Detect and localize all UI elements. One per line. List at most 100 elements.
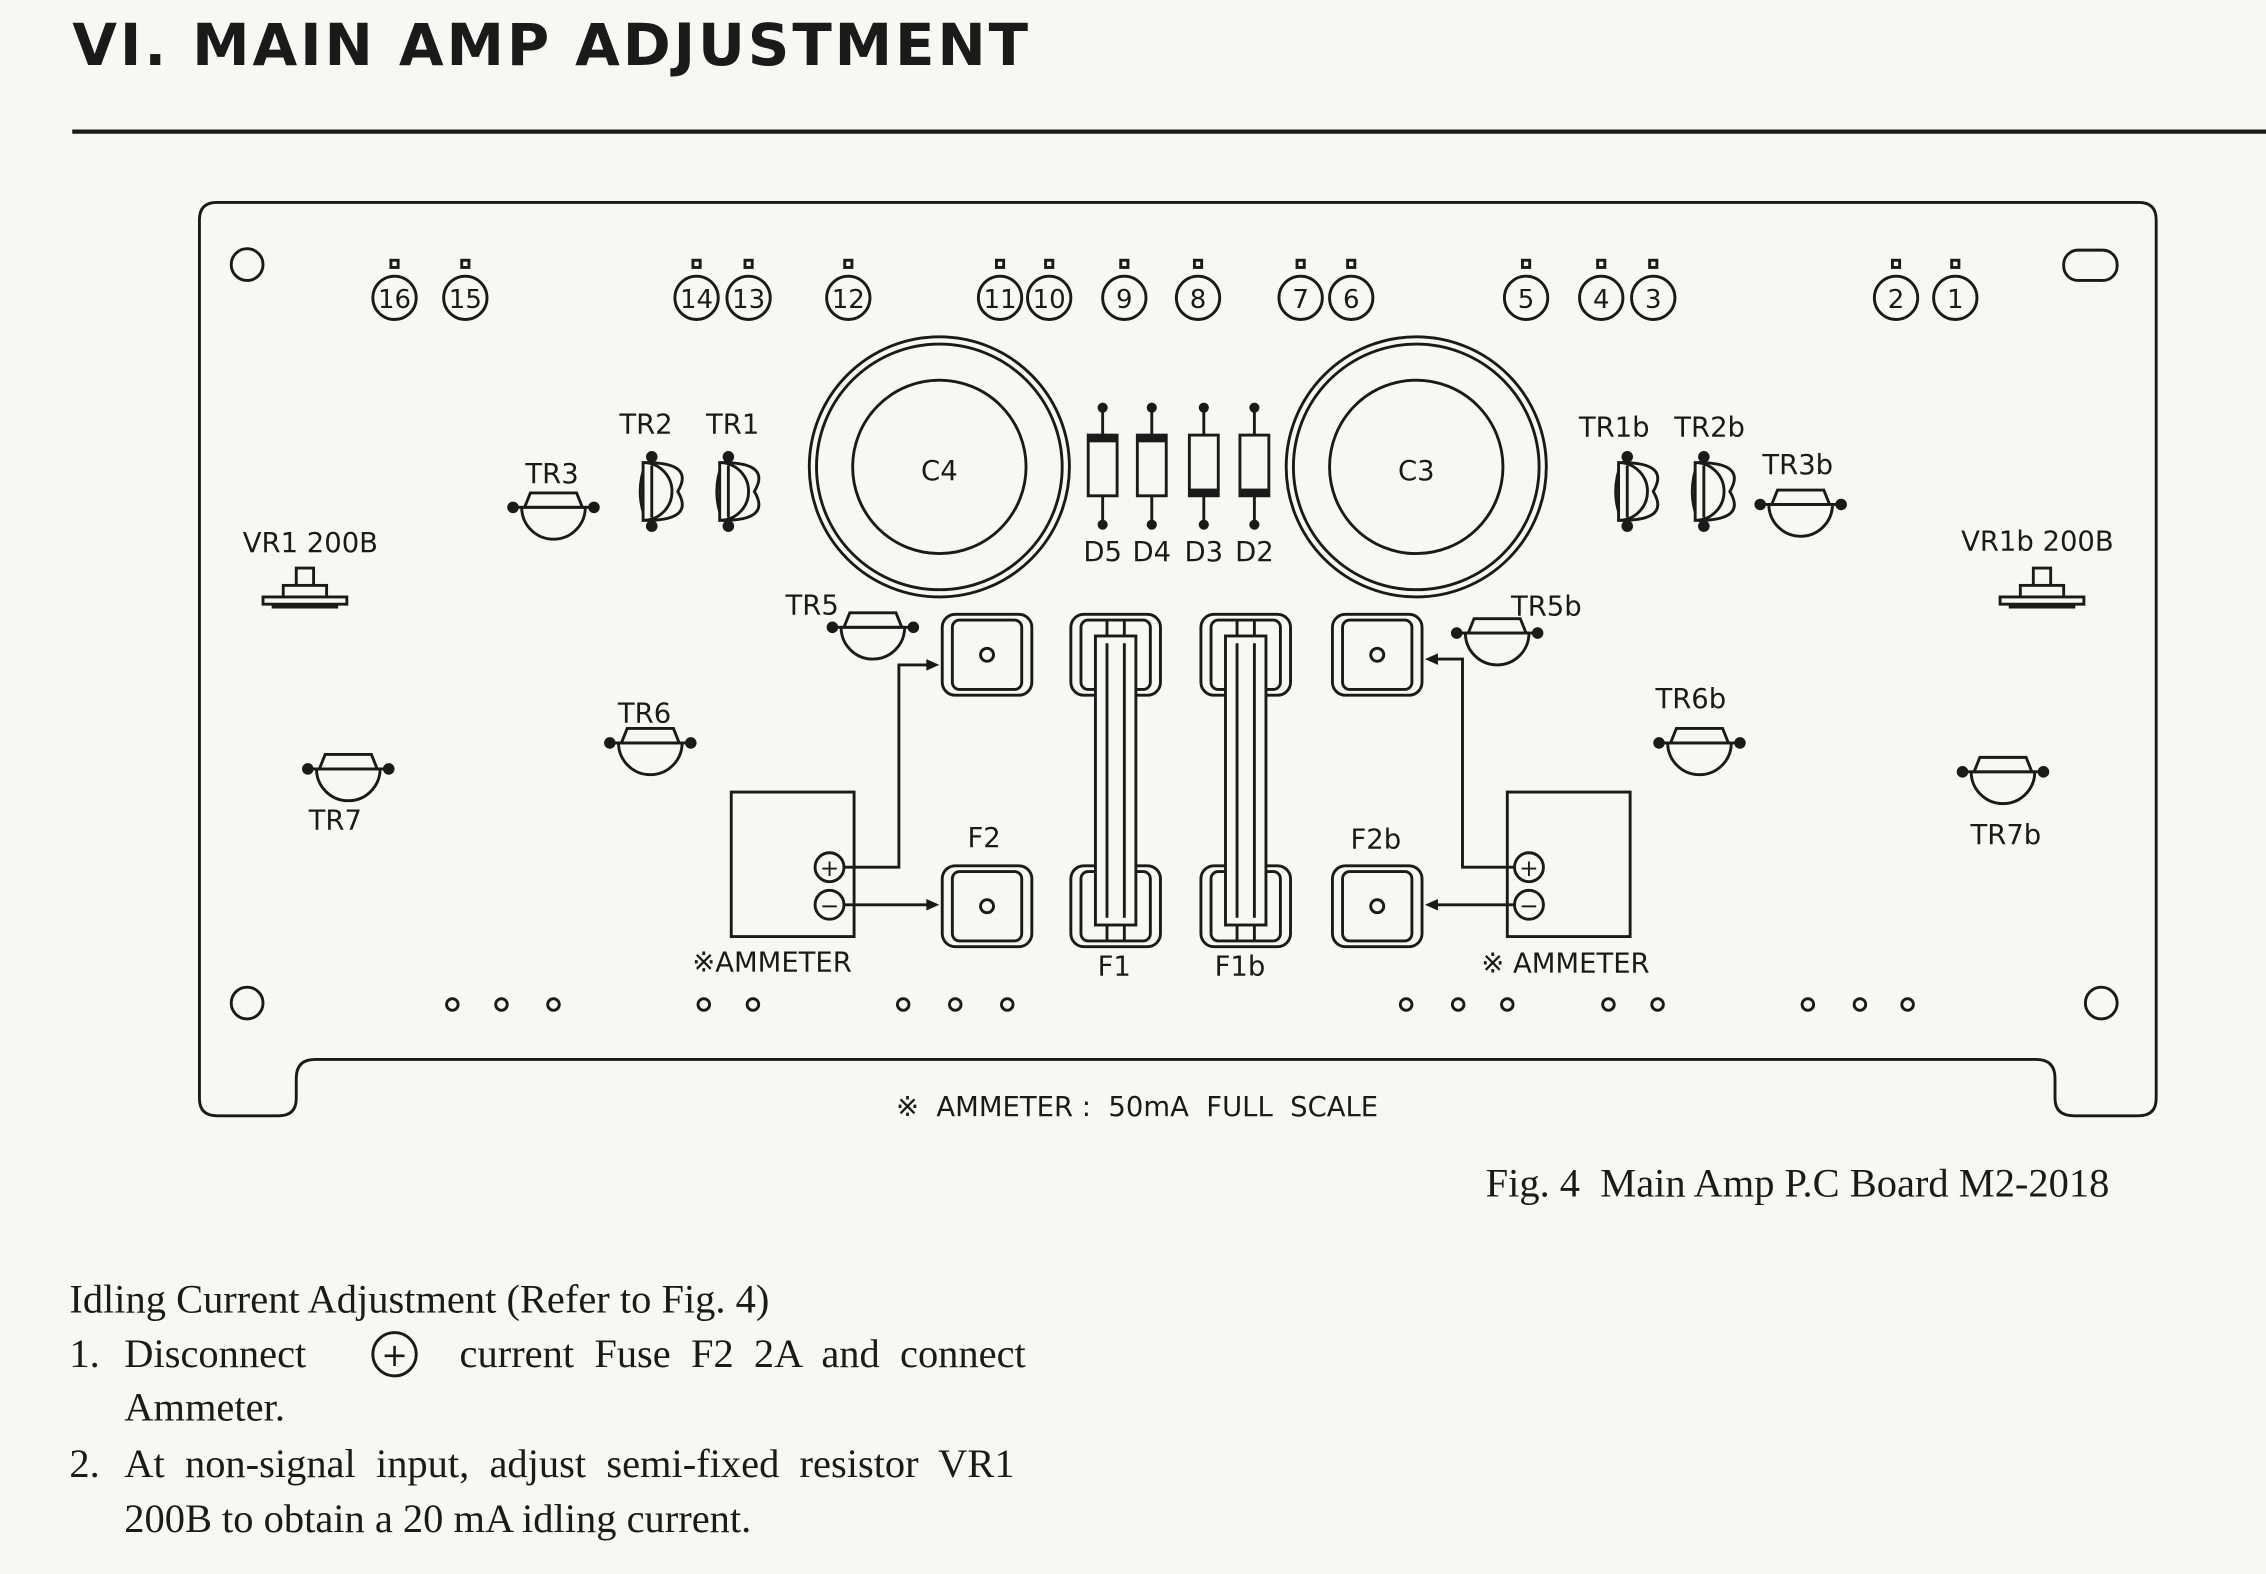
transistor-tr6: TR6 (604, 699, 697, 777)
terminal-5: 5 (1502, 258, 1550, 321)
ammeter-left-label: ※AMMETER (692, 947, 852, 978)
transistor-tr1: TR1 (705, 410, 761, 532)
tr5-label: TR5 (785, 590, 839, 621)
terminal-4: 4 (1578, 258, 1625, 321)
tr5b-label: TR5b (1510, 592, 1582, 623)
pcb-hole (494, 997, 509, 1012)
terminal-10: 10 (1026, 258, 1073, 321)
page-title: VI. MAIN AMP ADJUSTMENT (72, 11, 1031, 79)
capacitor-c4: C4 (807, 335, 1071, 599)
terminal-label: 12 (832, 285, 865, 315)
transistor-tr5: TR5 (785, 590, 920, 661)
terminal-12: 12 (825, 258, 872, 321)
f2-label: F2 (968, 823, 1001, 854)
step-2-number: 2. (69, 1441, 99, 1486)
diode-d3: D3 (1185, 402, 1224, 568)
diode-group: D5 D4 D3 D2 (1083, 402, 1274, 568)
terminal-label: 9 (1116, 285, 1133, 315)
mounting-slot (2062, 248, 2119, 282)
f1-label: F1 (1098, 952, 1131, 983)
hole-row (445, 997, 1915, 1012)
terminal-8: 8 (1174, 258, 1222, 321)
step-1-text-a: Disconnect (124, 1331, 306, 1376)
terminal-label: 6 (1343, 285, 1360, 315)
tr7b-label: TR7b (1970, 820, 2042, 851)
fuse-clips (940, 612, 1424, 949)
pcb-hole (445, 997, 460, 1012)
pcb-hole (745, 997, 761, 1012)
tr6b-label: TR6b (1654, 684, 1726, 715)
terminal-1: 1 (1932, 258, 1979, 321)
terminal-label: 16 (378, 285, 411, 315)
transistor-tr5b: TR5b (1450, 592, 1582, 667)
transistor-tr2: TR2 (618, 410, 684, 532)
tr1-label: TR1 (705, 410, 759, 441)
transistor-tr3: TR3 (507, 459, 600, 541)
terminal-15: 15 (442, 258, 489, 321)
transistor-tr7: TR7 (302, 753, 395, 837)
terminal-label: 3 (1645, 285, 1662, 315)
transistor-tr6b: TR6b (1653, 684, 1746, 777)
transistor-tr7b: TR7b (1956, 755, 2050, 851)
f1b-label: F1b (1215, 952, 1266, 983)
pcb-hole (895, 997, 911, 1012)
transistor-tr2b: TR2b (1673, 413, 1745, 532)
terminal-6: 6 (1328, 258, 1375, 321)
terminal-13: 13 (725, 258, 772, 321)
terminal-label: 5 (1518, 285, 1535, 315)
pcb-hole (948, 997, 963, 1012)
f2b-label: F2b (1350, 824, 1401, 855)
tr6-label: TR6 (617, 699, 671, 730)
tr2-label: TR2 (618, 410, 672, 441)
ammeter-right: + − ※ AMMETER (1424, 653, 1650, 980)
trimmer-vr1: VR1 200B (243, 528, 378, 609)
terminal-label: 13 (732, 285, 765, 315)
fuse-clip (940, 612, 1034, 697)
terminal-2: 2 (1872, 258, 1920, 321)
instructions-heading: Idling Current Adjustment (Refer to Fig.… (69, 1276, 769, 1321)
board-outline (197, 200, 2158, 1118)
terminal-3: 3 (1630, 258, 1677, 321)
fuse-f1b: F1b (1215, 634, 1268, 983)
terminal-14: 14 (673, 258, 720, 321)
fuse-clip (1330, 864, 1424, 949)
terminal-16: 16 (371, 258, 418, 321)
terminal-label: 8 (1190, 285, 1207, 315)
terminal-7: 7 (1277, 258, 1324, 321)
terminal-label: 10 (1033, 285, 1066, 315)
step-2-text-a: At non-signal input, adjust semi-fixed r… (124, 1441, 1014, 1486)
pcb-hole (546, 997, 561, 1012)
terminal-label: 11 (983, 285, 1016, 315)
c4-label: C4 (921, 456, 958, 487)
tr3-label: TR3 (524, 459, 578, 490)
tr3b-label: TR3b (1761, 450, 1833, 481)
pcb-hole (1000, 997, 1015, 1012)
minus-terminal: − (820, 893, 839, 919)
diode-label: D4 (1132, 537, 1171, 568)
pcb-hole (1900, 997, 1915, 1012)
diode-label: D3 (1185, 537, 1224, 568)
diode-d2: D2 (1235, 402, 1274, 568)
plus-terminal: + (1519, 856, 1538, 882)
pcb-hole (1650, 997, 1665, 1012)
terminal-label: 15 (449, 285, 482, 315)
step-1-number: 1. (69, 1331, 99, 1376)
transistor-tr1b: TR1b (1578, 413, 1660, 532)
fuse-clip (940, 864, 1034, 949)
plus-terminal: + (820, 856, 839, 882)
terminal-label: 7 (1292, 285, 1309, 315)
plus-circle-symbol (371, 1331, 418, 1378)
tr7-label: TR7 (308, 806, 362, 837)
mounting-hole (229, 247, 265, 282)
minus-terminal: − (1519, 893, 1538, 919)
step-1-text-b: current Fuse F2 2A and connect (460, 1331, 1026, 1376)
plus-symbol: + (381, 1337, 408, 1374)
terminal-11: 11 (976, 258, 1024, 321)
pcb-hole (696, 997, 712, 1012)
pcb-hole (1601, 997, 1616, 1012)
diode-label: D5 (1083, 537, 1122, 568)
